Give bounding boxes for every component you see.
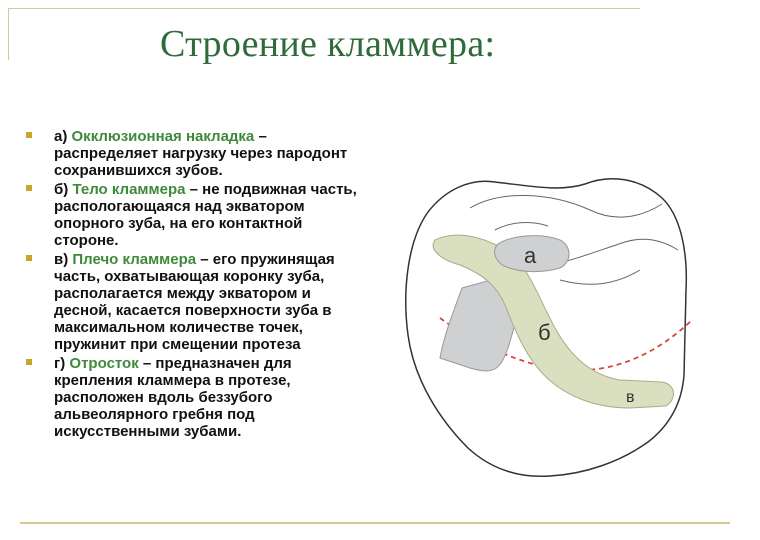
list-item-clasp-body: б) Тело кламмера – не подвижная часть, р… [26,181,366,249]
clasp-diagram: а б в [405,178,693,478]
item-term: Плечо кламмера [72,251,197,268]
bullet-icon [26,255,32,261]
frame-left-line [8,8,9,60]
fissure-line [549,238,679,266]
fissure-line [494,222,549,231]
bullet-icon [26,185,32,191]
list-item-text: в) Плечо кламмера – его пружинящая часть… [54,251,335,353]
item-dash: – его [196,251,237,268]
item-description: распределяет нагрузку через пародонт сох… [54,145,348,179]
list-item-text: а) Окклюзионная накладка – распределяет … [54,128,347,179]
page-title: Строение кламмера: [160,23,496,65]
fissure-line [469,195,663,218]
list-item-text: б) Тело кламмера – не подвижная часть, р… [54,181,357,249]
item-term: Тело кламмера [72,181,186,198]
bullet-icon [26,359,32,365]
bullet-icon [26,132,32,138]
list-item-text: г) Отросток – предназначен для крепления… [54,355,292,440]
list-item-process: г) Отросток – предназначен для крепления… [26,355,366,440]
fissure-line [559,269,641,285]
item-description: пружинящая часть, охватывающая коронку з… [54,251,335,353]
frame-bottom-line [20,522,730,524]
item-letter: а) [54,128,68,145]
item-letter: в) [54,251,69,268]
item-term: Окклюзионная накладка [71,128,255,145]
frame-top-line [8,8,640,9]
item-description: подвижная часть, распологающаяся над экв… [54,181,357,249]
item-description: крепления кламмера в протезе, расположен… [54,372,291,440]
item-letter: б) [54,181,69,198]
item-letter: г) [54,355,66,372]
item-dash: – [254,128,267,145]
list-item-occlusal-rest: а) Окклюзионная накладка – распределяет … [26,128,366,179]
label-a: а [524,243,537,268]
item-term: Отросток [69,355,139,372]
item-dash: – не [185,181,220,198]
description-list: а) Окклюзионная накладка – распределяет … [26,128,366,442]
list-item-clasp-arm: в) Плечо кламмера – его пружинящая часть… [26,251,366,353]
occlusal-rest [494,235,570,273]
item-dash: – предназначен для [138,355,292,372]
label-v: в [626,389,635,406]
label-b: б [538,320,551,345]
